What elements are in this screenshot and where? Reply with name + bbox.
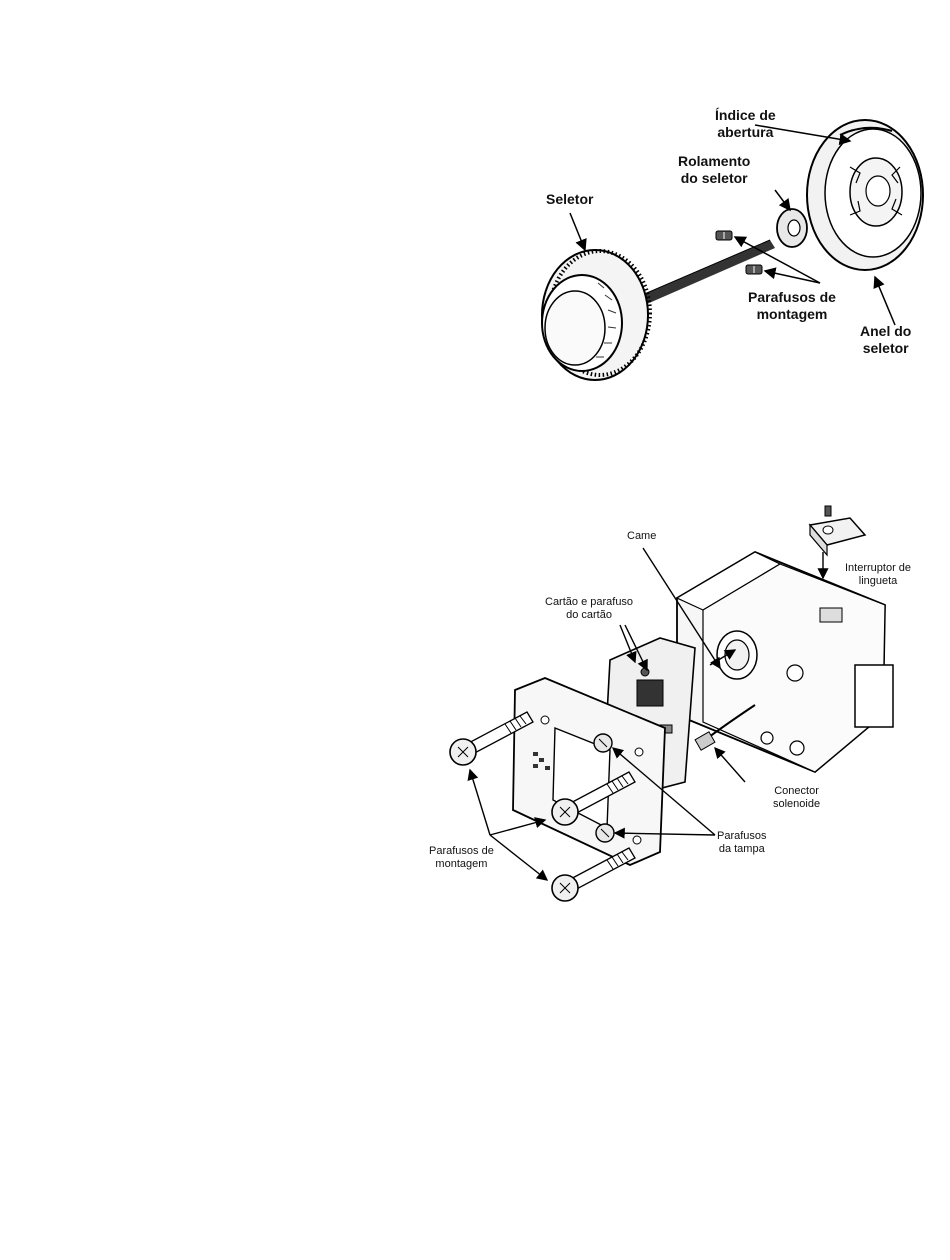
label-parafusos-de-montagem-lock: Parafusos de montagem	[429, 845, 494, 871]
cover-screw-2	[596, 824, 614, 842]
cover-screw-1	[594, 734, 612, 752]
dial-ring	[807, 120, 923, 270]
label-conector-solenoide: Conector solenoide	[773, 785, 820, 811]
label-interruptor-de-lingueta: Interruptor de lingueta	[845, 562, 911, 588]
mounting-screw-1	[716, 231, 732, 240]
lock-exploded-diagram: Came Interruptor de lingueta Cartão e pa…	[415, 490, 935, 910]
label-indice-de-abertura: Índice de abertura	[715, 107, 776, 140]
bolt-switch	[810, 506, 865, 555]
mounting-screw-2	[746, 265, 762, 274]
label-parafusos-da-tampa: Parafusos da tampa	[717, 830, 767, 856]
selector-dial	[542, 250, 650, 380]
label-rolamento-do-seletor: Rolamento do seletor	[678, 153, 750, 186]
dial-exploded-diagram: Índice de abertura Rolamento do seletor …	[520, 95, 940, 395]
long-mounting-screw-3	[552, 848, 635, 901]
label-anel-do-seletor: Anel do seletor	[860, 323, 911, 356]
label-came: Came	[627, 530, 656, 543]
dial-bearing	[777, 209, 807, 247]
label-cartao-e-parafuso: Cartão e parafuso do cartão	[545, 596, 633, 622]
label-seletor: Seletor	[546, 191, 593, 208]
label-parafusos-de-montagem: Parafusos de montagem	[748, 289, 836, 322]
